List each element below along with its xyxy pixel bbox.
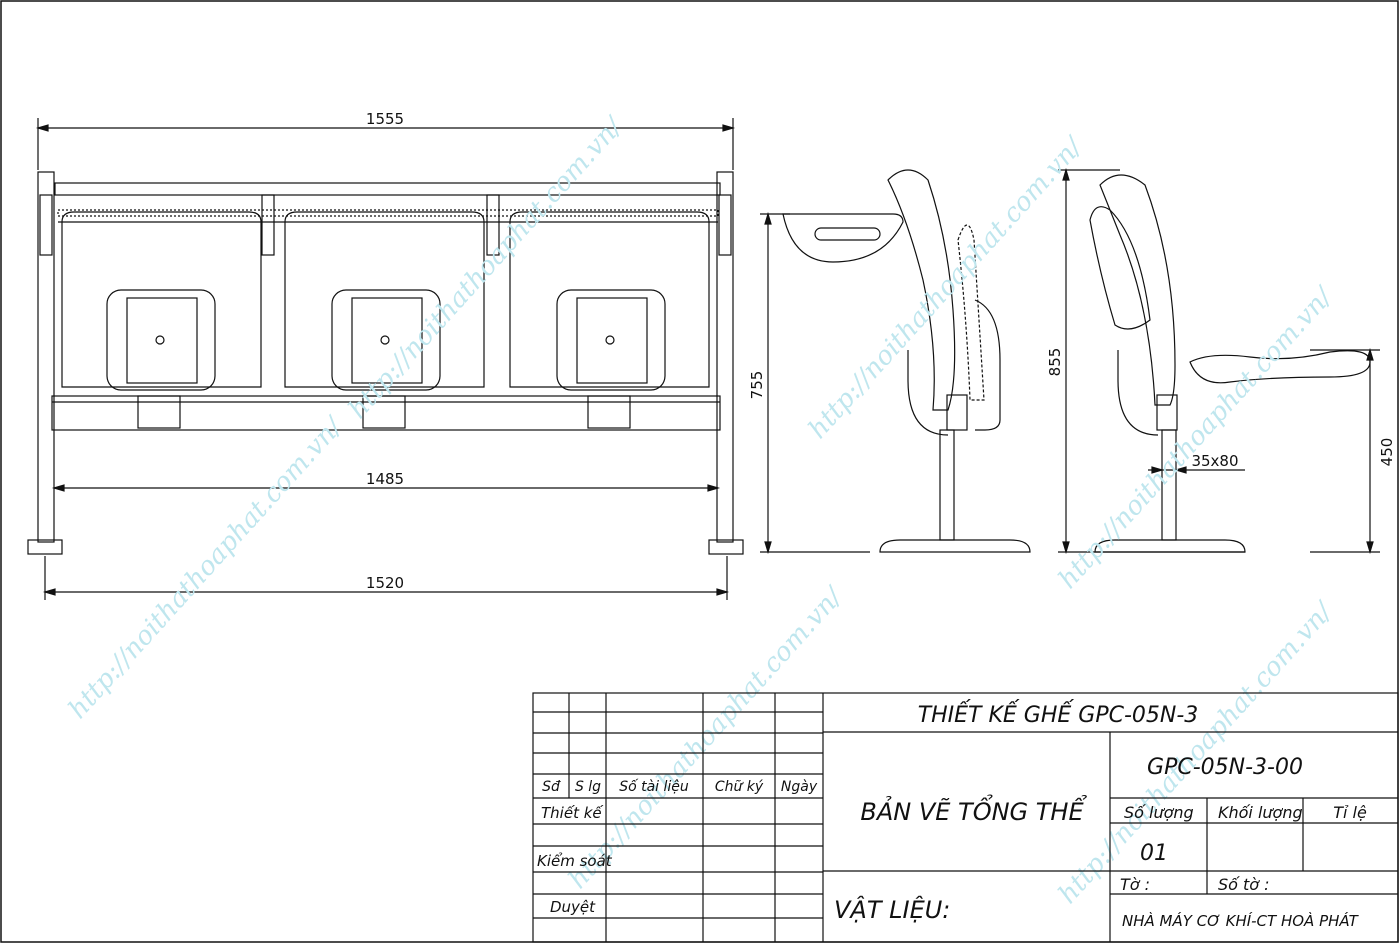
design-title: THIẾT KẾ GHẾ GPC-05N-3 <box>918 700 1199 728</box>
dim-755: 755 <box>748 371 766 400</box>
scale-label: Tỉ lệ <box>1333 803 1367 822</box>
header-s-lg: S lg <box>575 779 601 795</box>
drawing-code: GPC-05N-3-00 <box>1147 755 1303 780</box>
watermark-text: http://noithathoaphat.com.vn/ <box>343 111 630 425</box>
sheet-label: Tờ : <box>1120 875 1150 894</box>
drawing-name: BẢN VẼ TỔNG THỂ <box>860 793 1087 826</box>
title-block <box>532 692 1399 943</box>
watermark-layer: http://noithathoaphat.com.vn/ http://noi… <box>63 111 1340 910</box>
header-date: Ngày <box>781 779 818 795</box>
sheets-label: Số tờ : <box>1218 875 1270 894</box>
dim-450: 450 <box>1378 438 1396 467</box>
dim-1555: 1555 <box>366 110 404 128</box>
header-signature: Chữ ký <box>715 779 764 795</box>
material-label: VẬT LIỆU: <box>834 895 950 924</box>
dim-1520: 1520 <box>366 574 404 592</box>
header-sd: Sđ <box>542 779 561 795</box>
quantity-label: Số lượng <box>1124 803 1194 822</box>
weight-label: Khối lượng <box>1218 803 1303 822</box>
front-view <box>27 118 744 600</box>
role-design: Thiết kế <box>541 804 604 822</box>
dim-1485: 1485 <box>366 470 404 488</box>
header-document-no: Số tài liệu <box>619 778 689 795</box>
side-view-seat <box>1058 167 1380 555</box>
role-approve: Duyệt <box>550 898 596 916</box>
dim-35x80: 35x80 <box>1191 452 1238 470</box>
watermark-text: http://noithathoaphat.com.vn/ <box>1053 281 1340 595</box>
manufacturer: NHÀ MÁY CƠ KHÍ-CT HOÀ PHÁT <box>1122 911 1360 930</box>
dim-855: 855 <box>1046 348 1064 377</box>
watermark-text: http://noithathoaphat.com.vn/ <box>63 411 350 725</box>
role-control: Kiểm soát <box>537 852 613 870</box>
watermark-text: http://noithathoaphat.com.vn/ <box>803 131 1090 445</box>
watermark-text: http://noithathoaphat.com.vn/ <box>1053 596 1340 910</box>
side-view-tablet <box>760 169 1031 555</box>
quantity-value: 01 <box>1140 841 1168 866</box>
